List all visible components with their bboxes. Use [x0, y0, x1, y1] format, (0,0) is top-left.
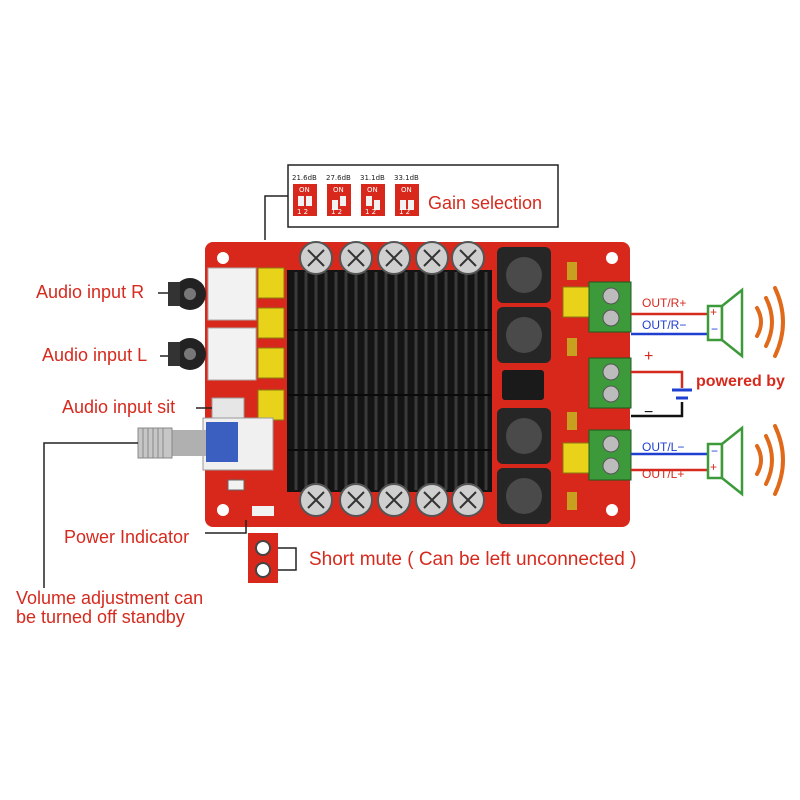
mounting-hole: [606, 504, 618, 516]
short-mute-header[interactable]: [248, 533, 278, 583]
dip-switch-icon-4: [395, 184, 419, 216]
power-minus-sign: −: [644, 404, 654, 421]
dip-switch-icon-1: [293, 184, 317, 216]
sound-waves-l-icon: [755, 424, 785, 496]
inductors: [497, 247, 551, 524]
diode: [502, 370, 544, 400]
powered-by-label: powered by: [696, 373, 785, 390]
sound-waves-r-icon: [755, 286, 785, 358]
callout-lines: [43, 292, 297, 588]
speaker-r-plus-sign: +: [710, 305, 718, 319]
power-plus-sign: +: [644, 348, 654, 365]
gain-db-label: 27.6dB: [326, 174, 351, 182]
power-supply-symbol: [631, 370, 692, 418]
capacitor-row-top: [299, 241, 485, 275]
wires-l: [631, 452, 708, 472]
audio-input-sit-label: Audio input sit: [62, 397, 176, 417]
switch-number-label: 1 2: [331, 208, 343, 216]
dip-switch-icon-2: [327, 184, 351, 216]
out-l-plus-label: OUT/L+: [642, 467, 685, 481]
output-terminal-l[interactable]: [588, 429, 632, 481]
switch-number-label: 1 2: [399, 208, 411, 216]
switch-on-label: ON: [367, 186, 378, 194]
out-r-plus-label: OUT/R+: [642, 296, 687, 310]
output-terminal-r[interactable]: [588, 281, 632, 333]
mounting-hole: [606, 252, 618, 264]
speaker-l-plus-sign: +: [710, 460, 718, 474]
audio-input-header[interactable]: [211, 397, 245, 421]
speaker-r-minus-sign: −: [711, 322, 719, 336]
out-r-minus-label: OUT/R−: [642, 318, 687, 332]
switch-number-label: 1 2: [365, 208, 377, 216]
speaker-icon-l: [706, 425, 744, 497]
mounting-hole: [217, 252, 229, 264]
heatsink: [287, 270, 492, 492]
switch-on-label: ON: [299, 186, 310, 194]
speaker-l-minus-sign: −: [711, 444, 719, 458]
volume-adjustment-label-line1: Volume adjustment can: [16, 588, 204, 608]
switch-number-label: 1 2: [297, 208, 309, 216]
mounting-hole: [217, 504, 229, 516]
audio-input-l-label: Audio input L: [42, 345, 148, 365]
power-terminal[interactable]: [588, 357, 632, 409]
power-led: [227, 479, 245, 491]
gain-db-label: 33.1dB: [394, 174, 419, 182]
switch-on-label: ON: [401, 186, 412, 194]
gain-callout-line: [264, 195, 288, 240]
short-mute-label: Short mute ( Can be left unconnected ): [309, 549, 637, 570]
gain-db-label: 31.1dB: [360, 174, 385, 182]
gain-db-label: 21.6dB: [292, 174, 317, 182]
speaker-icon-r: [706, 287, 744, 359]
capacitor-row-bottom: [299, 483, 485, 517]
volume-potentiometer[interactable]: [137, 417, 274, 471]
dip-switch-icon-3: [361, 184, 385, 216]
audio-input-r-label: Audio input R: [36, 282, 145, 302]
switch-on-label: ON: [333, 186, 344, 194]
power-indicator-label: Power Indicator: [64, 527, 190, 547]
rca-jack-l[interactable]: [168, 327, 257, 381]
film-capacitors: [257, 267, 590, 474]
gain-selection-label: Gain selection: [428, 193, 543, 213]
wires-r: [631, 312, 708, 336]
small-components: [567, 262, 577, 510]
rca-jack-r[interactable]: [168, 267, 257, 321]
out-l-minus-label: OUT/L−: [642, 440, 685, 454]
volume-adjustment-label-line2: be turned off standby: [16, 607, 185, 627]
mute-pads: [252, 506, 274, 516]
